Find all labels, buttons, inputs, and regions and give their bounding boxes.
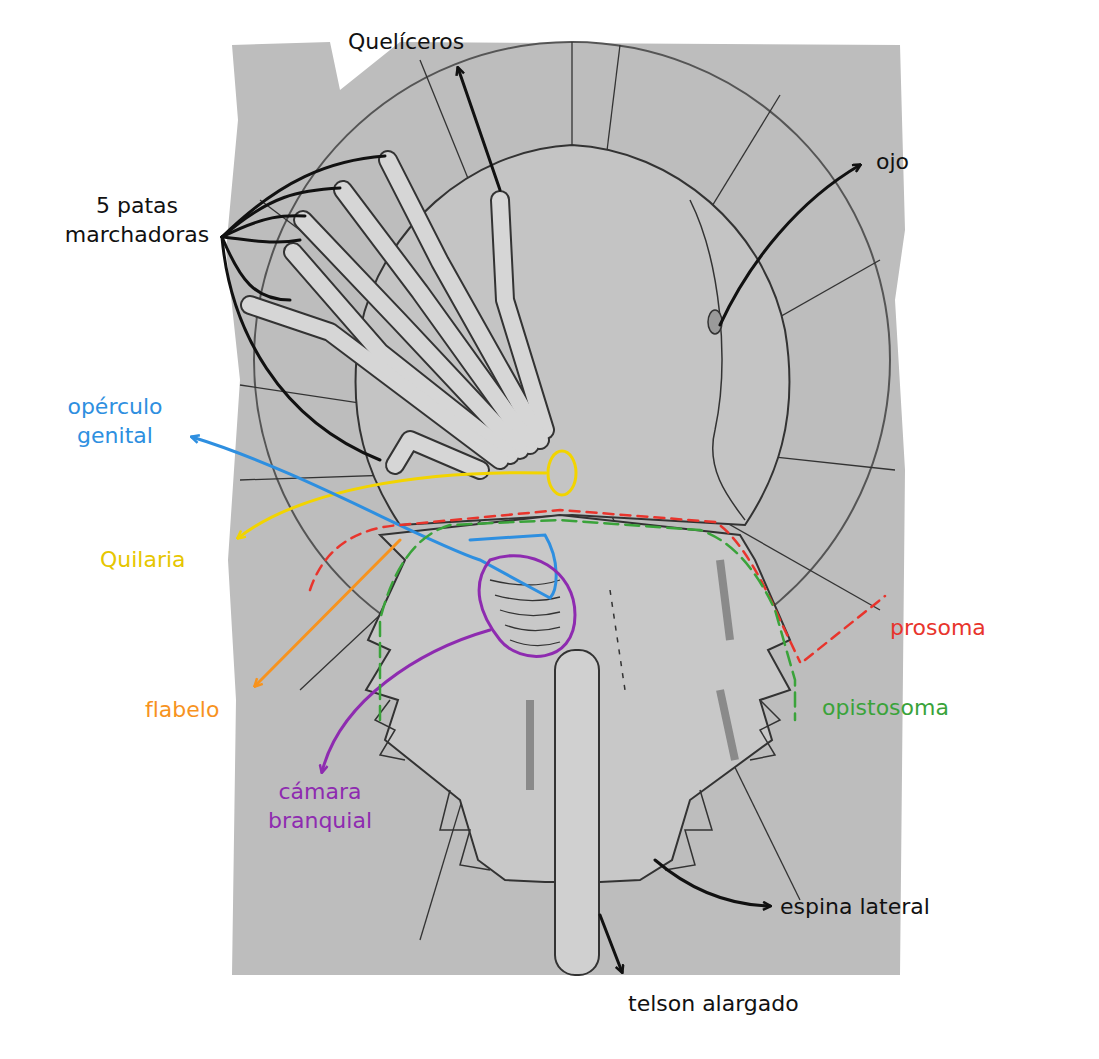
part-label: opistosoma [822, 694, 949, 723]
part-label: 5 patas marchadoras [42, 192, 232, 249]
part-label: opérculo genital [40, 393, 190, 450]
part-label: Quelíceros [348, 28, 464, 57]
part-label: telson alargado [628, 990, 799, 1019]
part-label: prosoma [890, 614, 986, 643]
part-label: espina lateral [780, 893, 930, 922]
part-label: Quilaria [100, 546, 186, 575]
part-label: flabelo [145, 696, 219, 725]
part-label: cámara branquial [245, 778, 395, 835]
part-label: ojo [876, 148, 909, 177]
